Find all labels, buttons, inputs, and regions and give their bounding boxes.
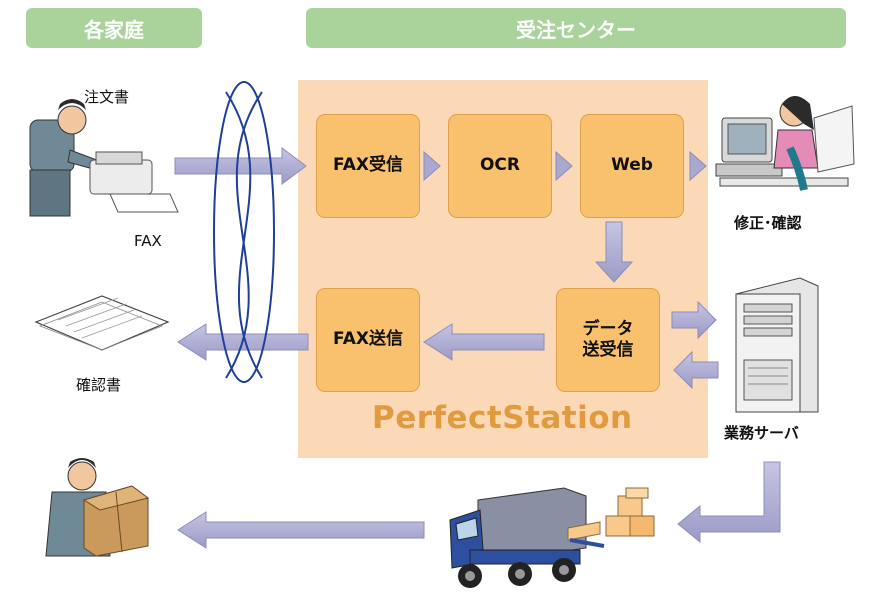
- process-ocr: OCR: [448, 114, 552, 218]
- operator-computer-icon: [715, 96, 855, 191]
- package-boxes-icon: [605, 487, 655, 537]
- process-fax-receive: FAX受信: [316, 114, 420, 218]
- server-icon: [735, 277, 819, 413]
- process-ocr-label: OCR: [479, 155, 521, 176]
- label-order-form: 注文書: [84, 88, 130, 106]
- header-households: 各家庭: [26, 8, 202, 48]
- arrow-data-to-faxsend: [423, 323, 545, 361]
- process-data-line1: データ: [582, 318, 634, 339]
- delivery-truck-icon: [449, 487, 605, 588]
- label-fax: FAX: [134, 232, 162, 250]
- person-fax-icon: [29, 99, 179, 217]
- customer-package-icon: [45, 458, 150, 557]
- network-icon: [213, 81, 275, 383]
- process-web: Web: [580, 114, 684, 218]
- document-icon: [34, 295, 170, 351]
- label-confirmation: 確認書: [76, 376, 122, 394]
- arrow-web-to-data: [594, 221, 634, 283]
- label-server: 業務サーバ: [724, 424, 799, 442]
- header-order-center-label: 受注センター: [516, 17, 636, 42]
- arrow-delivery: [177, 511, 425, 549]
- arrow-fax-in: [174, 147, 307, 185]
- process-data-transfer: データ 送受信: [556, 288, 660, 392]
- process-fax-send: FAX送信: [316, 288, 420, 392]
- brand-perfectstation: PerfectStation: [372, 400, 633, 436]
- process-web-label: Web: [611, 155, 653, 176]
- process-fax-send-label: FAX送信: [333, 329, 403, 350]
- chevron-icon: [555, 150, 573, 182]
- arrow-server-to-delivery: [677, 461, 781, 544]
- arrow-to-server: [671, 300, 717, 340]
- arrow-from-server: [673, 350, 719, 390]
- header-households-label: 各家庭: [84, 17, 144, 42]
- chevron-icon: [423, 150, 441, 182]
- process-fax-receive-label: FAX受信: [333, 155, 403, 176]
- header-order-center: 受注センター: [306, 8, 846, 48]
- process-data-line2: 送受信: [582, 340, 634, 360]
- chevron-icon: [689, 150, 707, 182]
- label-correction: 修正･確認: [734, 214, 802, 232]
